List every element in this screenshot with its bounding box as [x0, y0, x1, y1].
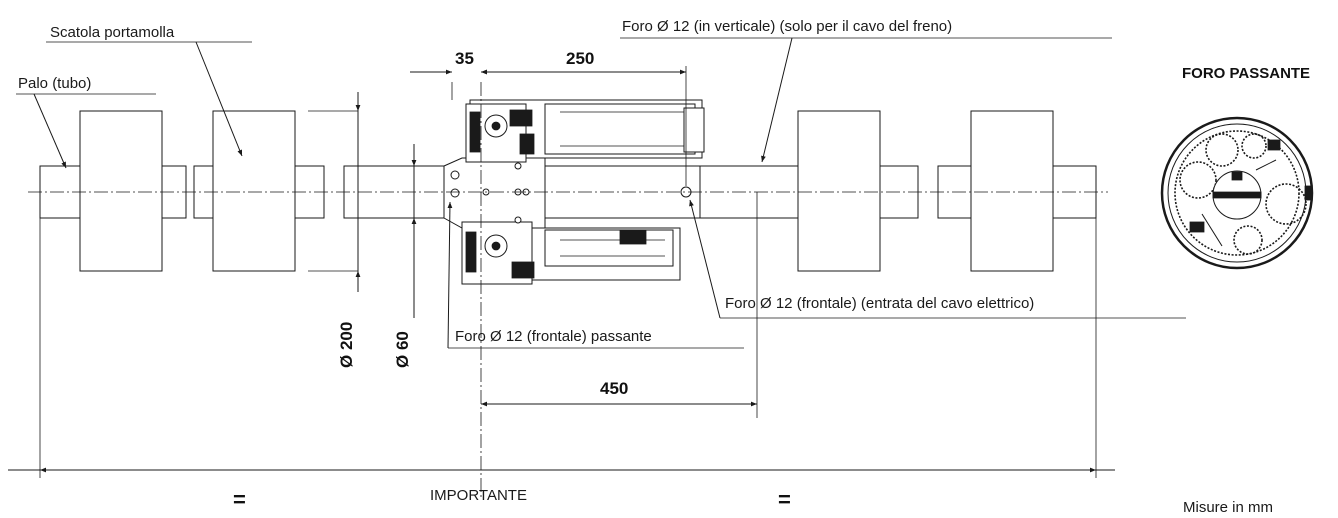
important-label: IMPORTANTE: [430, 487, 527, 504]
leader-lines: [16, 37, 1186, 349]
hole-vertical-label: Foro Ø 12 (in verticale) (solo per il ca…: [622, 18, 952, 35]
units-note: Misure in mm: [1183, 499, 1273, 516]
spring-box-label: Scatola portamolla: [50, 24, 175, 41]
dimension-lines: [8, 69, 1115, 473]
dimension-diameter-60: Ø 60: [393, 331, 412, 368]
spring-boxes: [79, 110, 1054, 272]
dimension-diameter-200: Ø 200: [337, 322, 356, 368]
dimension-250: 250: [566, 49, 594, 68]
dimension-450: 450: [600, 379, 628, 398]
dimension-35: 35: [455, 49, 474, 68]
through-hole-title: FORO PASSANTE: [1182, 65, 1310, 82]
hole-front-through-label: Foro Ø 12 (frontale) passante: [455, 328, 652, 345]
equal-sign-right: =: [778, 487, 791, 512]
pole-label: Palo (tubo): [18, 75, 91, 92]
hole-front-cable-label: Foro Ø 12 (frontale) (entrata del cavo e…: [725, 295, 1034, 312]
extension-lines: [39, 66, 1097, 478]
equal-sign-left: =: [233, 487, 246, 512]
through-hole-detail: [1160, 116, 1314, 270]
